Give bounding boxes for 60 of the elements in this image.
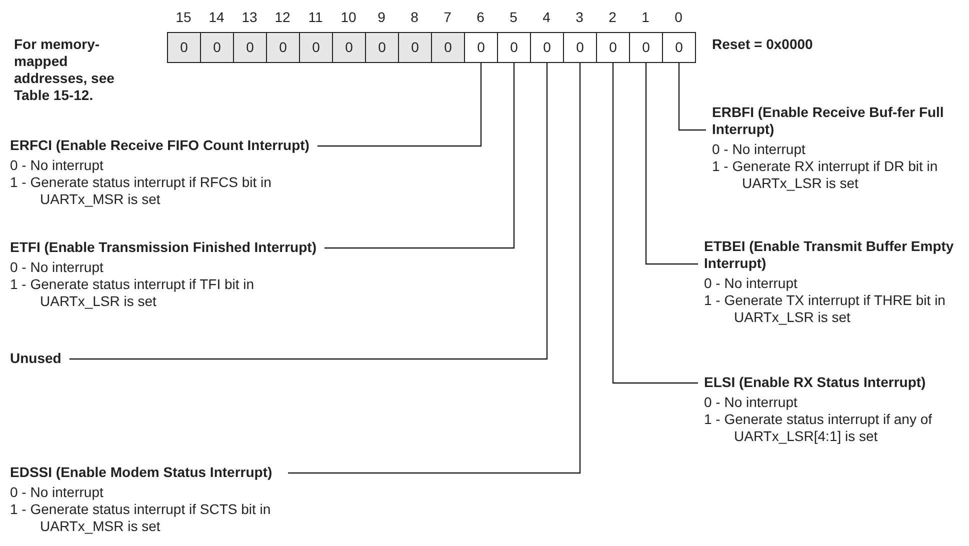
bit-number: 0 [674,9,684,26]
reset-value: Reset = 0x0000 [712,36,813,53]
bit-number: 15 [174,9,192,26]
bit-number: 7 [442,9,452,26]
bit-cell: 0 [662,32,696,63]
bit-number: 2 [608,9,618,26]
bit-number: 14 [208,9,226,26]
value-description: 1 - Generate status interrupt if any of UARTx_LSR[4:1] is set [704,411,934,445]
bit-cell: 0 [200,32,234,63]
leader-line [324,63,515,249]
bit-cell: 0 [596,32,630,63]
field-name: ERFCI (Enable Receive FIFO Count Interrupt) [10,137,310,154]
bit-cell: 0 [431,32,465,63]
address-note: For memory-mapped addresses, see Table 15-12. [14,36,116,104]
bit-cell: 0 [530,32,564,63]
field-name: ELSI (Enable RX Status Interrupt) [704,374,927,391]
bit-number: 6 [476,9,486,26]
bit-number: 10 [340,9,358,26]
bit-number: 3 [574,9,584,26]
value-description: 1 - Generate TX interrupt if THRE bit in UARTx_LSR is set [704,292,946,326]
leader-line [612,63,698,384]
bit-number: 11 [307,9,324,26]
bit-cell: 0 [497,32,531,63]
bit-cell: 0 [167,32,201,63]
bit-cell: 0 [464,32,498,63]
bit-number: 8 [410,9,420,26]
bit-cell: 0 [398,32,432,63]
bit-number: 4 [542,9,552,26]
value-description: 0 - No interrupt [704,394,798,411]
field-name: Unused [10,350,62,367]
value-description: 0 - No interrupt [10,157,104,174]
leader-line [69,63,548,360]
field-name: ETBEI (Enable Transmit Buffer Empty Interrupt) [704,238,955,272]
bit-number: 1 [640,9,650,26]
leader-line [645,63,698,265]
value-description: 0 - No interrupt [704,275,798,292]
value-description: 1 - Generate status interrupt if TFI bit in UARTx_LSR is set [10,276,256,310]
value-description: 1 - Generate status interrupt if SCTS bit in UARTx_MSR is set [10,501,272,535]
value-description: 0 - No interrupt [712,141,806,158]
bit-number: 5 [508,9,518,26]
bit-cell: 0 [332,32,366,63]
value-description: 0 - No interrupt [10,484,104,501]
value-description: 1 - Generate RX interrupt if DR bit in UARTx_LSR is set [712,158,939,192]
bit-number: 12 [274,9,292,26]
bit-cell: 0 [365,32,399,63]
bit-number: 13 [240,9,258,26]
field-name: ETFI (Enable Transmission Finished Interrupt) [10,239,316,256]
bit-cell: 0 [299,32,333,63]
bit-cell: 0 [233,32,267,63]
bit-cell: 0 [629,32,663,63]
field-name: EDSSI (Enable Modem Status Interrupt) [10,464,274,481]
leader-line [317,63,482,147]
leader-line [288,63,581,474]
leader-line [678,63,706,131]
bit-number: 9 [376,9,386,26]
value-description: 1 - Generate status interrupt if RFCS bit in UARTx_MSR is set [10,174,272,208]
bit-cell: 0 [266,32,300,63]
value-description: 0 - No interrupt [10,259,104,276]
field-name: ERBFI (Enable Receive Buf-fer Full Interrupt) [712,104,945,138]
bit-cell: 0 [563,32,597,63]
